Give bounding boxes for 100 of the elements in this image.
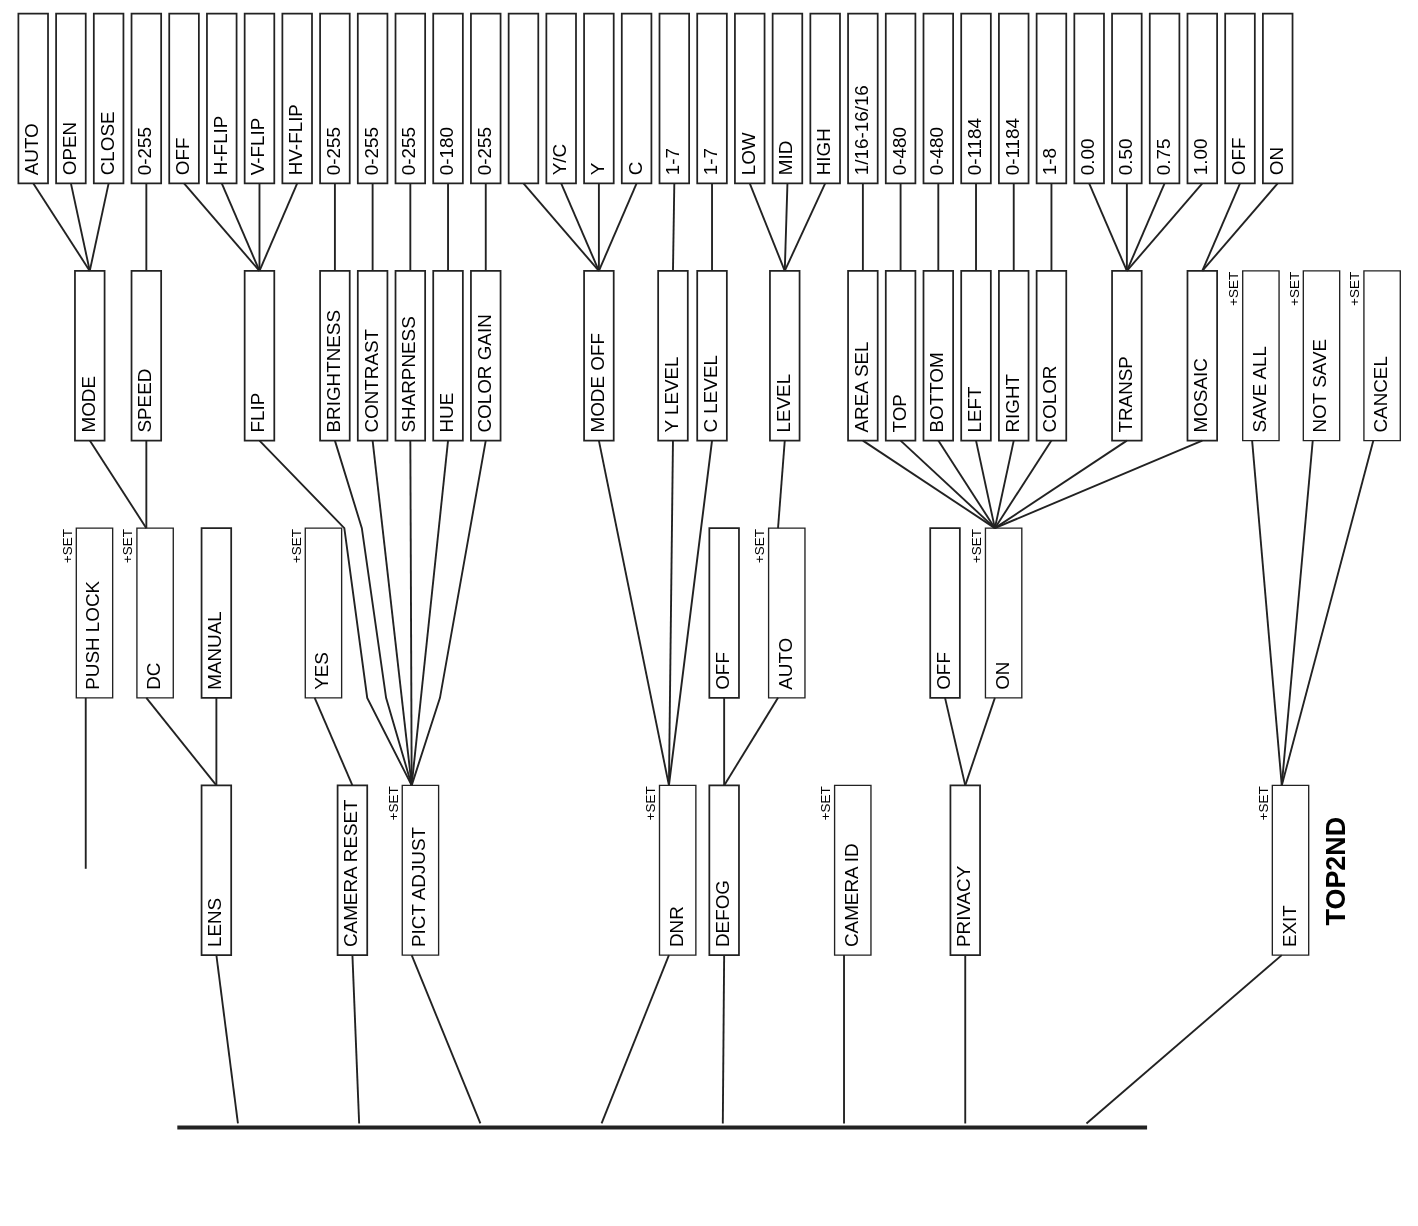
connector <box>964 954 967 1125</box>
connector <box>145 439 148 530</box>
connector <box>88 182 110 272</box>
node-box: AUTO <box>17 12 49 185</box>
connector <box>145 696 218 787</box>
connector <box>861 182 864 272</box>
connector <box>333 182 336 272</box>
node-box: V-FLIP <box>243 12 276 185</box>
node-box: Y LEVEL <box>657 270 689 442</box>
node-label: +SET <box>1347 271 1363 306</box>
node-label: +SET <box>385 786 401 821</box>
connector <box>32 182 91 272</box>
node-box: CONTRAST <box>356 270 389 442</box>
connector <box>560 182 600 272</box>
connector <box>672 182 676 272</box>
node-box: OPEN <box>55 12 87 185</box>
node-box: MODE OFF <box>583 270 615 442</box>
connector <box>1125 182 1204 272</box>
node-box: 0.00 <box>1073 12 1105 185</box>
connector <box>777 439 786 530</box>
node-label: +SET <box>751 529 767 564</box>
node-box: CAMERA RESET <box>336 784 369 956</box>
node-box: LEFT <box>960 270 992 442</box>
node-label: +SET <box>1286 271 1302 306</box>
node-box: 0-255 <box>356 12 389 185</box>
node-box: AREA SEL <box>847 270 879 442</box>
node-box: HV-FLIP <box>281 12 313 185</box>
node-box: 0-480 <box>884 12 917 185</box>
node-label: +SET <box>968 529 984 564</box>
node-label: +SET <box>817 786 833 821</box>
connector <box>899 182 902 272</box>
node-box: Y/C <box>545 12 577 185</box>
connector <box>964 696 996 787</box>
connector <box>668 439 713 787</box>
connector <box>447 182 449 272</box>
connector <box>993 439 1204 530</box>
node-box: C <box>620 12 653 185</box>
node-box: COLOR GAIN <box>470 270 502 442</box>
connector <box>69 182 91 272</box>
node-box: 0-480 <box>922 12 954 185</box>
node-box: 0.75 <box>1148 12 1181 185</box>
node-box: 0-1184 <box>960 12 992 185</box>
connector <box>215 954 239 1125</box>
connector <box>410 439 487 787</box>
connector <box>723 696 779 787</box>
connector <box>183 182 261 272</box>
node-box: CLOSE <box>92 12 125 185</box>
connector <box>1201 182 1279 272</box>
connector <box>1012 182 1015 272</box>
connector <box>600 954 670 1125</box>
node-box: Y <box>583 12 615 185</box>
connector <box>783 182 827 272</box>
connector <box>258 182 299 272</box>
node-box: 0-255 <box>130 12 163 185</box>
connector <box>993 439 1128 530</box>
connector <box>1280 439 1375 787</box>
connector <box>333 439 413 787</box>
connector <box>258 439 413 787</box>
node-box: HIGH <box>809 12 841 185</box>
connector <box>313 696 354 787</box>
connector <box>1125 182 1128 272</box>
node-box: BRIGHTNESS <box>319 270 351 442</box>
node-box: SHARPNESS <box>394 270 427 442</box>
node-box: RIGHT <box>998 270 1030 442</box>
node-box: PRIVACY <box>949 784 981 956</box>
node-box: 0.50 <box>1111 12 1143 185</box>
node-box: 0-1184 <box>998 12 1030 185</box>
node-box: SPEED <box>130 270 163 442</box>
connector <box>84 696 87 870</box>
node-label: +SET <box>642 786 658 821</box>
connector <box>723 696 726 787</box>
connector <box>409 182 412 272</box>
node-box: 0-255 <box>319 12 351 185</box>
node-label: +SET <box>120 529 136 564</box>
node-label: +SET <box>288 529 304 564</box>
connector <box>843 954 845 1125</box>
node-bar <box>177 1125 1148 1130</box>
node-label: +SET <box>59 529 75 564</box>
connector <box>1125 182 1166 272</box>
node-box: C LEVEL <box>696 270 728 442</box>
connector <box>145 182 148 272</box>
connector <box>484 182 487 272</box>
node-box <box>507 12 540 185</box>
connector <box>88 439 148 530</box>
node-label: +SET <box>1225 271 1241 306</box>
node-box: MID <box>771 12 804 185</box>
connector <box>597 182 600 272</box>
node-box: MODE <box>74 270 106 442</box>
node-box: MOSAIC <box>1186 270 1218 442</box>
node-box: 0-255 <box>470 12 502 185</box>
connector <box>1201 182 1241 272</box>
node-box: TOP <box>884 270 917 442</box>
connector <box>721 954 726 1125</box>
node-box: 1-7 <box>696 12 728 185</box>
node-box: H-FLIP <box>206 12 238 185</box>
connector <box>410 954 482 1125</box>
node-box: 0-180 <box>432 12 464 185</box>
node-box: DEFOG <box>708 784 740 956</box>
node-box: LEVEL <box>769 270 801 442</box>
connector <box>1088 182 1128 272</box>
